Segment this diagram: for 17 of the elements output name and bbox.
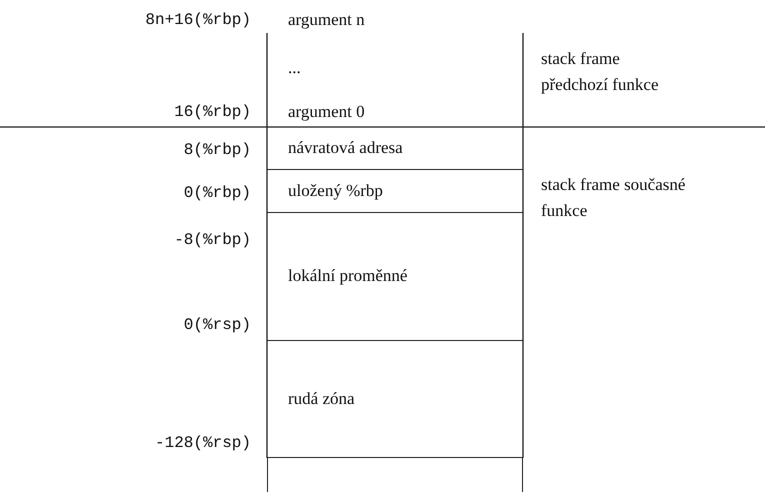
cell-text: argument n	[288, 10, 365, 30]
cell-text: ...	[288, 58, 301, 78]
frame-note: stack frame předchozí funkce	[541, 48, 660, 96]
address-offset: 8(%rbp)	[184, 140, 251, 160]
address-offset: -128(%rsp)	[154, 433, 251, 453]
cell-text: argument 0	[288, 102, 365, 122]
address-offset: 0(%rbp)	[184, 183, 251, 203]
empty-cell	[267, 458, 523, 492]
address-offset: 16(%rbp)	[174, 102, 251, 122]
address-offset: -8(%rbp)	[174, 230, 251, 250]
address-offset: 8n+16(%rbp)	[145, 10, 251, 30]
cell-text: rudá zóna	[288, 388, 355, 408]
address-offset: 0(%rsp)	[184, 315, 251, 335]
frame-note: stack frame současné funkce	[541, 174, 686, 222]
cell-text: uložený %rbp	[288, 180, 383, 200]
cell-text: lokální proměnné	[288, 266, 408, 286]
cell-text: návratová adresa	[288, 138, 403, 158]
